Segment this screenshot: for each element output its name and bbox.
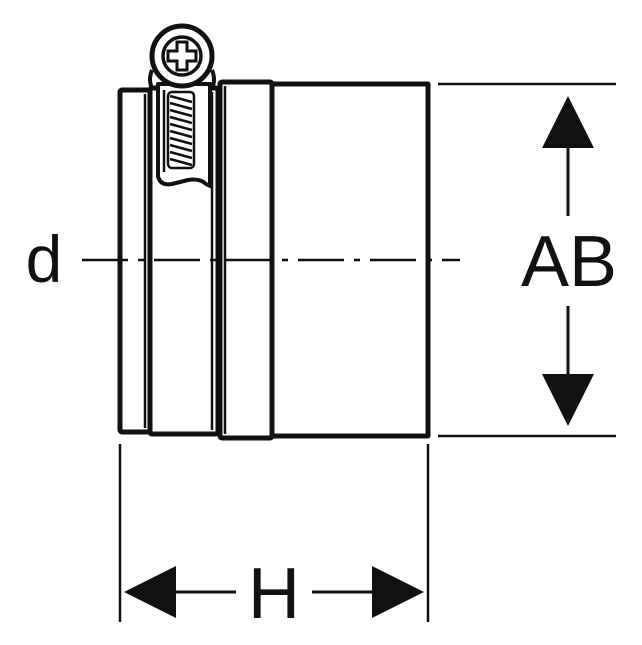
arrow-up-icon xyxy=(542,96,594,148)
label-ab: AB xyxy=(521,222,617,302)
dimension-ab xyxy=(438,82,616,438)
arrow-left-icon xyxy=(124,566,176,618)
label-h: H xyxy=(248,554,300,634)
arrow-right-icon xyxy=(372,566,424,618)
dimension-h xyxy=(118,444,430,622)
label-d: d xyxy=(26,222,63,296)
screw-head-icon xyxy=(148,23,216,89)
arrow-down-icon xyxy=(542,374,594,426)
worm-thread xyxy=(166,90,196,170)
